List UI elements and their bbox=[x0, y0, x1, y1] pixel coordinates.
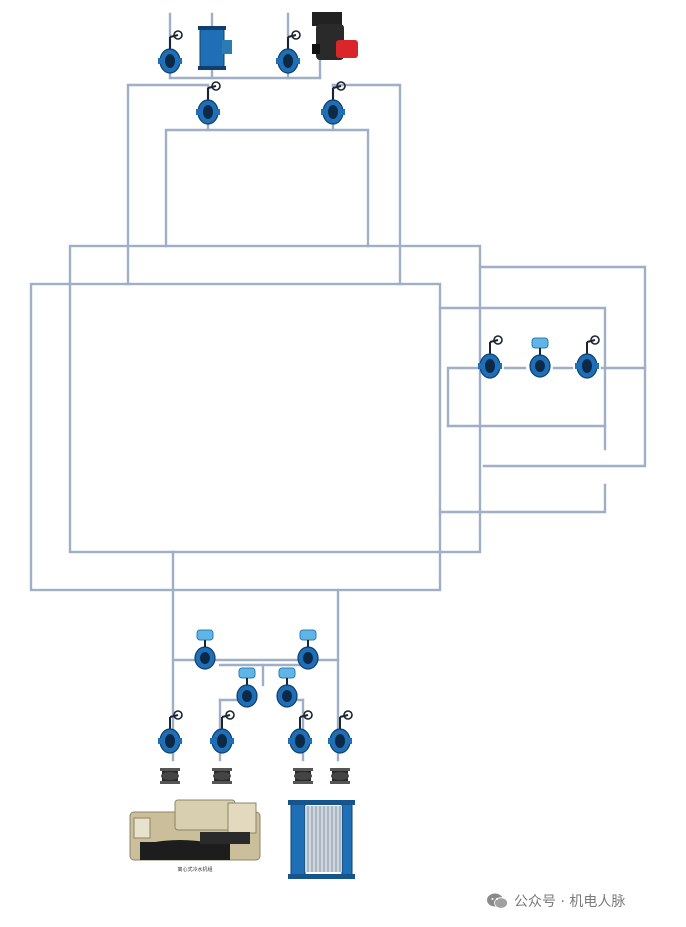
butterfly-valve-icon bbox=[574, 335, 600, 379]
pressure-control-valve-icon bbox=[312, 12, 358, 60]
butterfly-valve-icon bbox=[477, 335, 503, 379]
wechat-icon bbox=[487, 893, 508, 909]
right-valve-group bbox=[477, 335, 600, 379]
butterfly-valve-icon bbox=[209, 710, 235, 754]
watermark: 公众号 · 机电人脉 bbox=[486, 889, 625, 913]
flexible-joint-icon bbox=[160, 768, 180, 784]
chiller-icon bbox=[129, 799, 261, 861]
top-valve-group bbox=[157, 12, 358, 125]
motorized-valve-icon bbox=[529, 337, 551, 378]
pipe-network bbox=[29, 12, 647, 762]
main-loop-inner bbox=[68, 244, 482, 554]
motorized-valve-icon bbox=[297, 629, 319, 670]
chiller-caption: 离心式冷水机组 bbox=[177, 867, 213, 873]
watermark-text: 公众号 · 机电人脉 bbox=[514, 894, 626, 910]
butterfly-valve-icon bbox=[157, 710, 183, 754]
motorized-valve-icon bbox=[194, 629, 216, 670]
motorized-valve-icon bbox=[236, 667, 258, 708]
flexible-joint-icon bbox=[293, 768, 313, 784]
main-loop-outer bbox=[29, 282, 442, 592]
motorized-valve-icon bbox=[276, 667, 298, 708]
bottom-valve-group bbox=[157, 629, 353, 784]
flexible-joint-icon bbox=[212, 768, 232, 784]
plate-heat-exchanger-icon bbox=[288, 800, 355, 879]
butterfly-valve-icon bbox=[287, 710, 313, 754]
butterfly-valve-icon bbox=[195, 81, 221, 125]
butterfly-valve-icon bbox=[320, 81, 346, 125]
butterfly-valve-icon bbox=[327, 710, 353, 754]
flexible-joint-icon bbox=[330, 768, 350, 784]
butterfly-valve-icon bbox=[275, 30, 301, 74]
butterfly-valve-icon bbox=[157, 30, 183, 74]
strainer-icon bbox=[198, 26, 232, 70]
